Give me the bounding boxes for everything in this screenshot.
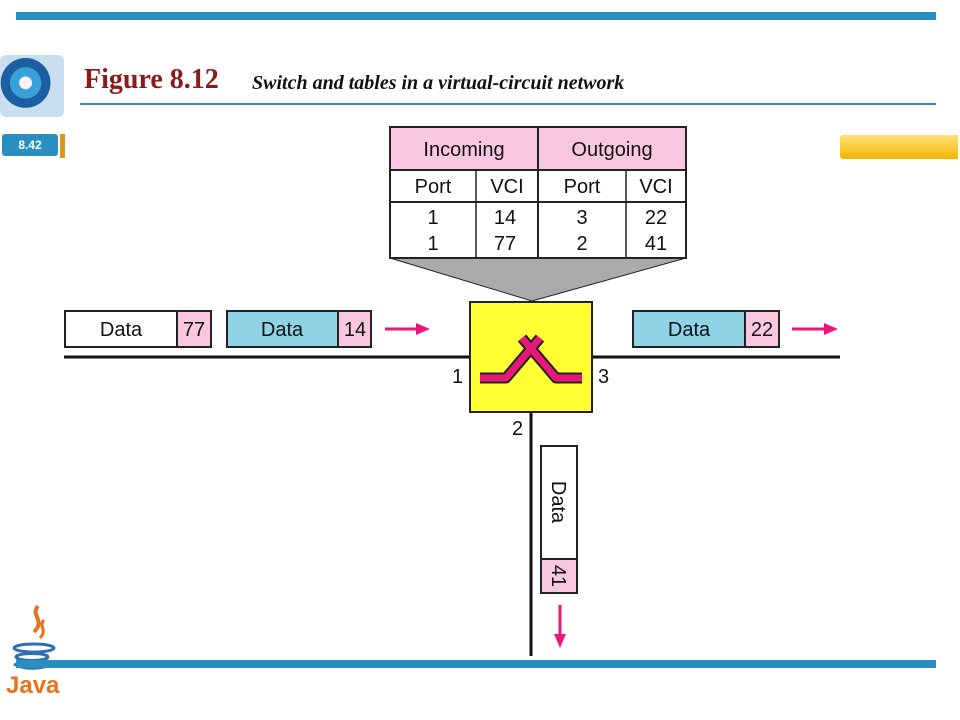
title-underline: [80, 103, 936, 105]
outgoing-header-cell: [537, 126, 687, 171]
figure-title: Figure 8.12: [84, 64, 219, 95]
globe-logo-icon: [0, 55, 64, 117]
packet-data-label: Data: [261, 319, 304, 341]
col-out-port: Port: [564, 176, 601, 198]
packet-in-vci-77: Data 77: [64, 310, 212, 348]
gold-accent-bar: [840, 135, 958, 159]
col-in-vci: VCI: [490, 176, 523, 198]
packet-data-label: Data: [668, 319, 711, 341]
packet-vci: 14: [344, 319, 366, 341]
slide-number-tab: [60, 134, 65, 158]
port-label-right: 3: [598, 366, 609, 388]
col-out-vci: VCI: [639, 176, 672, 198]
top-accent-bar: [16, 12, 936, 20]
packet-vci: 41: [547, 565, 569, 587]
port-label-bottom: 2: [512, 418, 523, 440]
arrow-incoming: [385, 323, 430, 335]
packet-out-vci-41: Data 41: [540, 445, 578, 594]
packet-data-label: Data: [547, 481, 569, 524]
switching-table: Incoming Outgoing Port VCI Port VCI 1 14…: [389, 126, 687, 259]
incoming-header: Incoming: [423, 139, 504, 161]
r1-out-port: 3: [576, 207, 587, 229]
java-logo-text: Java: [6, 672, 60, 699]
port-label-left: 1: [452, 366, 463, 388]
packet-in-vci-14: Data 14: [226, 310, 372, 348]
r2-in-vci: 77: [494, 233, 516, 255]
arrow-outgoing-right: [792, 323, 838, 335]
table-pointer: [389, 257, 687, 302]
figure-subtitle: Switch and tables in a virtual-circuit n…: [252, 72, 625, 94]
outgoing-header: Outgoing: [571, 139, 652, 161]
slide-number: 8.42: [2, 134, 58, 156]
incoming-header-cell: [389, 126, 539, 171]
r1-out-vci: 22: [645, 207, 667, 229]
r1-in-port: 1: [427, 207, 438, 229]
r2-out-vci: 41: [645, 233, 667, 255]
packet-vci: 77: [183, 319, 205, 341]
col-in-port: Port: [415, 176, 452, 198]
packet-out-vci-22: Data 22: [632, 310, 780, 348]
r1-in-vci: 14: [494, 207, 516, 229]
r2-in-port: 1: [427, 233, 438, 255]
packet-data-label: Data: [100, 319, 143, 341]
r2-out-port: 2: [576, 233, 587, 255]
arrow-outgoing-down: [554, 605, 566, 648]
packet-vci: 22: [751, 319, 773, 341]
bottom-accent-bar: [16, 660, 936, 668]
